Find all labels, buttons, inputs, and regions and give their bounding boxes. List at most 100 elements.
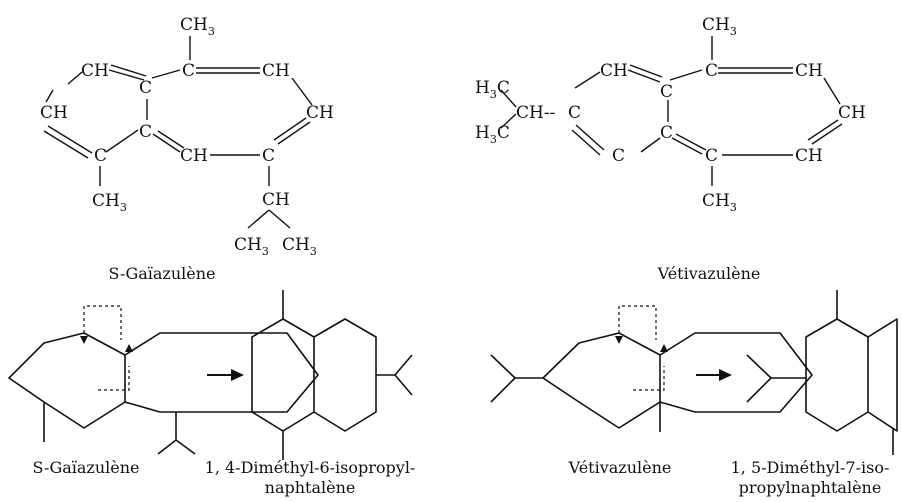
isopropyl-bond	[394, 374, 413, 396]
arrowhead	[615, 336, 623, 344]
atom-c: C	[612, 146, 625, 166]
migration-path	[98, 366, 130, 391]
isopropyl-bond	[157, 439, 177, 455]
atom-ch3: CH3	[92, 191, 127, 214]
bond	[268, 209, 291, 229]
atom-ch: CH	[795, 61, 823, 81]
seven-ring	[659, 332, 813, 413]
caption-vetivazulene-bottom: Vétivazulène	[568, 458, 672, 477]
atom-ch: CH	[838, 103, 866, 123]
bond	[291, 77, 313, 106]
double-bond	[273, 117, 307, 141]
ring-right	[867, 318, 898, 432]
five-ring	[8, 332, 126, 429]
caption-product2-line2: propylnaphtalène	[739, 478, 882, 497]
atom-ch: CH	[262, 61, 290, 81]
migration-path	[633, 366, 665, 391]
caption-product1-line2: naphtalène	[265, 478, 356, 497]
isopropyl-bond	[746, 354, 772, 379]
reaction-arrow	[207, 369, 244, 381]
caption-s-gaiazulene-top: S-Gaïazulène	[108, 264, 215, 283]
double-bond	[43, 130, 89, 159]
atom-c: C	[705, 61, 718, 81]
double-bond	[675, 133, 707, 151]
atom-c: C	[568, 103, 581, 123]
arrowhead	[660, 344, 668, 352]
bond	[67, 71, 83, 85]
atom-ch: CH	[40, 103, 68, 123]
bond	[640, 137, 661, 153]
bond	[500, 89, 517, 108]
migration-path	[618, 305, 657, 340]
isopropyl-bond	[175, 439, 196, 455]
caption-product1-line1: 1, 4-Diméthyl-6-isopropyl-	[205, 458, 416, 477]
bond	[574, 71, 601, 89]
five-ring	[542, 332, 661, 429]
atom-ch3: CH3	[234, 235, 269, 258]
atom-ch: CH	[262, 190, 290, 210]
caption-product2-line1: 1, 5-Diméthyl-7-iso-	[731, 458, 890, 477]
atom-c: C	[139, 122, 152, 142]
ring-right	[313, 318, 377, 432]
atom-ch3: CH3	[702, 191, 737, 214]
bond	[823, 77, 841, 105]
double-bond	[811, 123, 843, 145]
double-bond	[571, 129, 601, 156]
bond	[151, 69, 181, 79]
bond	[247, 209, 270, 229]
bond	[669, 69, 703, 81]
s-gaiazulene-skeleton	[8, 305, 319, 455]
atom-h3c: H3C	[475, 78, 510, 101]
naphthalene-product-2	[746, 290, 898, 455]
bond	[105, 129, 139, 153]
reaction-arrow	[696, 369, 732, 381]
atom-ch: CH	[306, 103, 334, 123]
atom-ch-isopropyl: CH--	[516, 103, 555, 123]
double-bond	[47, 125, 93, 154]
atom-c: C	[182, 61, 195, 81]
atom-c: C	[660, 123, 673, 143]
double-bond	[157, 130, 185, 149]
ring-left	[251, 318, 315, 432]
arrowhead	[80, 336, 88, 344]
atom-ch: CH	[81, 61, 109, 81]
atom-ch: CH	[180, 146, 208, 166]
double-bond	[277, 121, 311, 145]
caption-s-gaiazulene-bottom: S-Gaïazulène	[32, 458, 139, 477]
double-bond	[629, 64, 663, 78]
seven-ring	[124, 332, 319, 413]
double-bond	[152, 133, 181, 153]
double-bond	[671, 137, 703, 155]
atom-ch: CH	[600, 61, 628, 81]
s-gaiazulene-formula: CH3 CH C C CH CH C CH C CH C CH3	[40, 15, 334, 258]
isopropyl-bond	[490, 354, 516, 379]
atom-ch: CH	[795, 146, 823, 166]
ring-left	[805, 318, 869, 432]
isopropyl-bond	[394, 354, 413, 376]
atom-c: C	[262, 146, 275, 166]
caption-vetivazulene-top: Vétivazulène	[657, 264, 761, 283]
bond	[500, 113, 517, 129]
atom-ch3: CH3	[282, 235, 317, 258]
atom-c: C	[705, 146, 718, 166]
atom-c: C	[139, 78, 152, 98]
migration-path	[83, 305, 122, 340]
arrowhead	[125, 344, 133, 352]
double-bond	[807, 119, 839, 141]
double-bond	[108, 69, 145, 81]
atom-c: C	[94, 146, 107, 166]
atom-ch3-top: CH3	[702, 15, 737, 38]
double-bond	[575, 124, 605, 151]
bond	[45, 89, 54, 103]
atom-c: C	[660, 82, 673, 102]
isopropyl-bond	[490, 377, 516, 403]
vetivazulene-formula: CH3 CH C CH H3C H3C CH-- C C C CH C C CH	[475, 15, 866, 214]
isopropyl-bond	[746, 377, 772, 403]
atom-h3c: H3C	[475, 123, 510, 146]
vetivazulene-skeleton	[490, 305, 813, 432]
atom-ch3-top: CH3	[180, 15, 215, 38]
double-bond	[110, 64, 147, 77]
double-bond	[627, 69, 661, 83]
naphthalene-product-1	[251, 290, 413, 460]
